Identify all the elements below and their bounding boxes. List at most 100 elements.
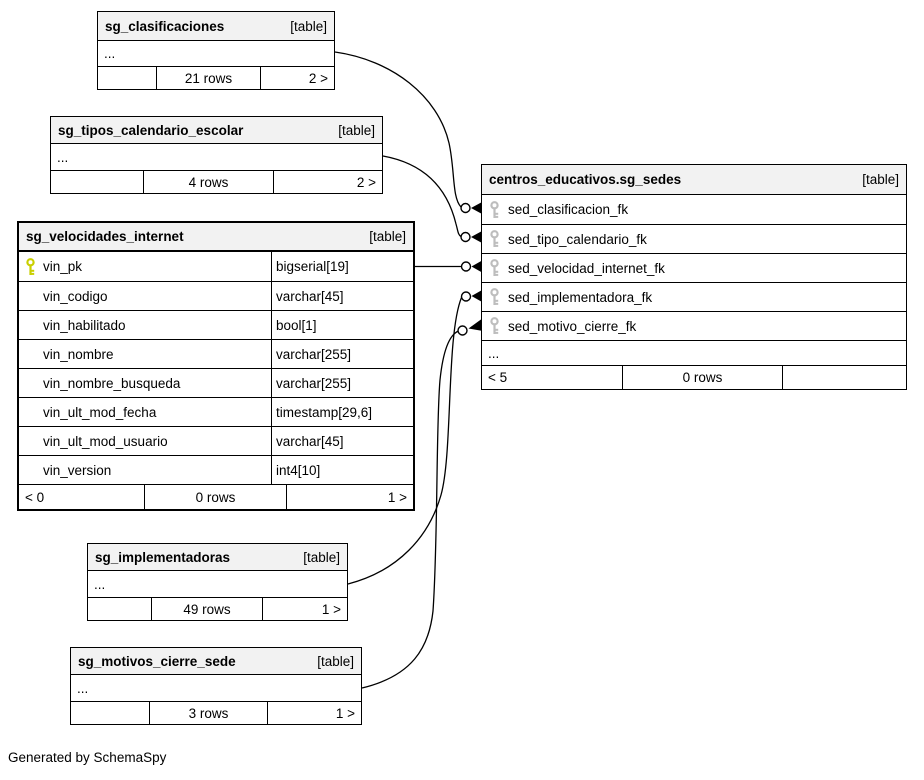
column-row-sed-motivo-cierre-fk: sed_motivo_cierre_fk — [482, 311, 906, 340]
zero-or-one-marker — [460, 231, 471, 243]
table-header: sg_implementadoras [table] — [88, 544, 347, 571]
key-spacer — [25, 316, 36, 334]
column-name: sed_implementadora_fk — [508, 289, 653, 305]
column-type: timestamp[29,6] — [276, 404, 373, 420]
table-name[interactable]: sg_clasificaciones — [105, 18, 225, 34]
key-spacer — [25, 432, 36, 450]
footer-children — [71, 702, 150, 724]
table-footer: 3 rows 1 > — [71, 701, 361, 724]
column-row-vin-version: vin_version int4[10] — [19, 455, 413, 484]
footer-row-count: 21 rows — [157, 67, 261, 89]
edge-implementadoras-to-sedes — [347, 297, 463, 585]
zero-or-one-marker — [460, 291, 472, 302]
column-row-vin-nombre-busqueda: vin_nombre_busqueda varchar[255] — [19, 368, 413, 397]
table-name[interactable]: sg_tipos_calendario_escolar — [58, 122, 244, 138]
foreign-key-icon — [489, 201, 500, 219]
column-type: varchar[255] — [276, 375, 352, 391]
column-name: sed_velocidad_internet_fk — [508, 260, 665, 276]
column-row-sed-velocidad-internet-fk: sed_velocidad_internet_fk — [482, 253, 906, 282]
table-footer: < 5 0 rows — [482, 365, 906, 389]
column-row-sed-tipo-calendario-fk: sed_tipo_calendario_fk — [482, 224, 906, 253]
collapsed-columns-row: ... — [104, 46, 116, 61]
footer-children — [51, 171, 144, 193]
table-name[interactable]: sg_motivos_cierre_sede — [78, 653, 236, 669]
column-type: varchar[255] — [276, 346, 352, 362]
column-name: vin_nombre — [43, 346, 114, 362]
column-row-sed-implementadora-fk: sed_implementadora_fk — [482, 282, 906, 311]
table-header: sg_tipos_calendario_escolar [table] — [51, 117, 382, 144]
zero-or-one-marker — [460, 202, 471, 214]
primary-key-icon — [25, 258, 36, 276]
footer-parents: 1 > — [335, 705, 355, 721]
column-name: vin_codigo — [43, 288, 108, 304]
column-name: sed_clasificacion_fk — [508, 202, 629, 217]
column-name: vin_pk — [43, 259, 83, 274]
footer-parents: 1 > — [387, 489, 407, 505]
table-header: sg_clasificaciones [table] — [98, 12, 334, 41]
table-centros-educativos-sg-sedes: centros_educativos.sg_sedes [table] sed_… — [481, 164, 907, 390]
foreign-key-icon — [489, 230, 500, 248]
footer-children: < 5 — [482, 366, 623, 389]
column-name: vin_ult_mod_usuario — [43, 433, 168, 449]
foreign-key-icon — [489, 317, 500, 335]
table-tag: [table] — [290, 18, 327, 34]
footer-children: < 0 — [19, 485, 145, 509]
column-name: vin_ult_mod_fecha — [43, 404, 157, 420]
table-footer: 49 rows 1 > — [88, 597, 347, 620]
column-name: vin_habilitado — [43, 317, 126, 333]
collapsed-columns-row: ... — [77, 680, 89, 696]
footer-children — [88, 598, 152, 620]
footer-row-count: 0 rows — [623, 366, 783, 389]
footer-row-count: 0 rows — [145, 485, 287, 509]
column-name: vin_nombre_busqueda — [43, 375, 181, 391]
column-row-vin-pk: vin_pk bigserial[19] — [19, 252, 413, 281]
table-name[interactable]: sg_implementadoras — [95, 549, 231, 565]
edge-tipos-to-sedes — [382, 155, 462, 238]
column-row-vin-ult-mod-fecha: vin_ult_mod_fecha timestamp[29,6] — [19, 397, 413, 426]
column-type: bool[1] — [276, 317, 317, 333]
table-header: sg_velocidades_internet [table] — [19, 223, 413, 252]
footer-row-count: 3 rows — [150, 702, 268, 724]
footer-parents — [783, 366, 906, 389]
foreign-key-icon — [489, 288, 500, 306]
arrowhead — [471, 201, 483, 215]
column-row-vin-ult-mod-usuario: vin_ult_mod_usuario varchar[45] — [19, 426, 413, 455]
zero-or-one-marker — [460, 261, 472, 272]
column-name: vin_version — [43, 462, 112, 478]
table-header: sg_motivos_cierre_sede [table] — [71, 648, 361, 675]
table-tag: [table] — [862, 172, 899, 187]
column-name: sed_motivo_cierre_fk — [508, 318, 637, 334]
column-row-vin-habilitado: vin_habilitado bool[1] — [19, 310, 413, 339]
table-name[interactable]: centros_educativos.sg_sedes — [489, 172, 682, 187]
collapsed-columns-row: ... — [94, 576, 106, 592]
key-spacer — [25, 403, 36, 421]
table-sg-implementadoras: sg_implementadoras [table] ... 49 rows 1… — [87, 543, 348, 621]
column-row-sed-clasificacion-fk: sed_clasificacion_fk — [482, 195, 906, 224]
collapsed-columns-row: ... — [57, 149, 69, 165]
table-name[interactable]: sg_velocidades_internet — [26, 229, 184, 244]
table-tag: [table] — [303, 549, 340, 565]
column-row-vin-codigo: vin_codigo varchar[45] — [19, 281, 413, 310]
edge-motivos-to-sedes — [361, 330, 459, 689]
column-type: bigserial[19] — [276, 259, 349, 274]
footer-children — [98, 67, 157, 89]
key-spacer — [25, 374, 36, 392]
arrowhead — [471, 230, 483, 244]
key-spacer — [25, 461, 36, 479]
key-spacer — [25, 287, 36, 305]
table-sg-motivos-cierre-sede: sg_motivos_cierre_sede [table] ... 3 row… — [70, 647, 362, 725]
column-type: varchar[45] — [276, 433, 344, 449]
column-type: varchar[45] — [276, 288, 344, 304]
table-header: centros_educativos.sg_sedes [table] — [482, 165, 906, 195]
table-sg-clasificaciones: sg_clasificaciones [table] ... 21 rows 2… — [97, 11, 335, 90]
arrowhead — [468, 318, 483, 331]
column-name: sed_tipo_calendario_fk — [508, 231, 647, 247]
footer-parents: 2 > — [308, 70, 328, 86]
footer-row-count: 49 rows — [152, 598, 263, 620]
footer-row-count: 4 rows — [144, 171, 274, 193]
foreign-key-icon — [489, 259, 500, 277]
collapsed-columns-row: ... — [482, 340, 906, 365]
table-tag: [table] — [317, 653, 354, 669]
edge-clasificaciones-to-sedes — [334, 51, 462, 208]
